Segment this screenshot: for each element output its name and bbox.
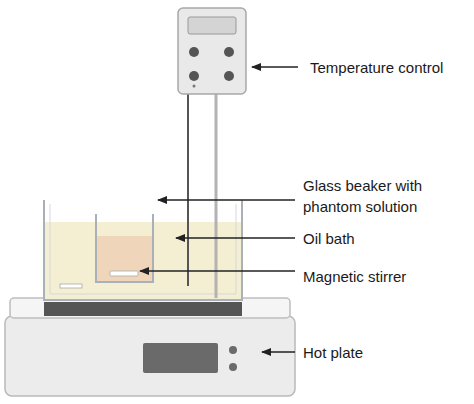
temperature-probe — [187, 92, 189, 286]
glass-beaker — [96, 214, 153, 282]
temperature-controller — [178, 8, 246, 94]
part-label: Temperature control — [310, 57, 443, 78]
stand-rod — [215, 92, 218, 298]
part-label: Magnetic stirrer — [303, 266, 406, 287]
leader-arrows — [140, 67, 298, 352]
part-label: Glass beaker with phantom solution — [303, 175, 463, 217]
oil-bath — [44, 200, 242, 300]
part-label: Oil bath — [303, 228, 355, 249]
part-label: Hot plate — [303, 342, 363, 363]
hot-plate — [5, 298, 295, 396]
magnetic-stirrer-bar — [110, 271, 138, 276]
